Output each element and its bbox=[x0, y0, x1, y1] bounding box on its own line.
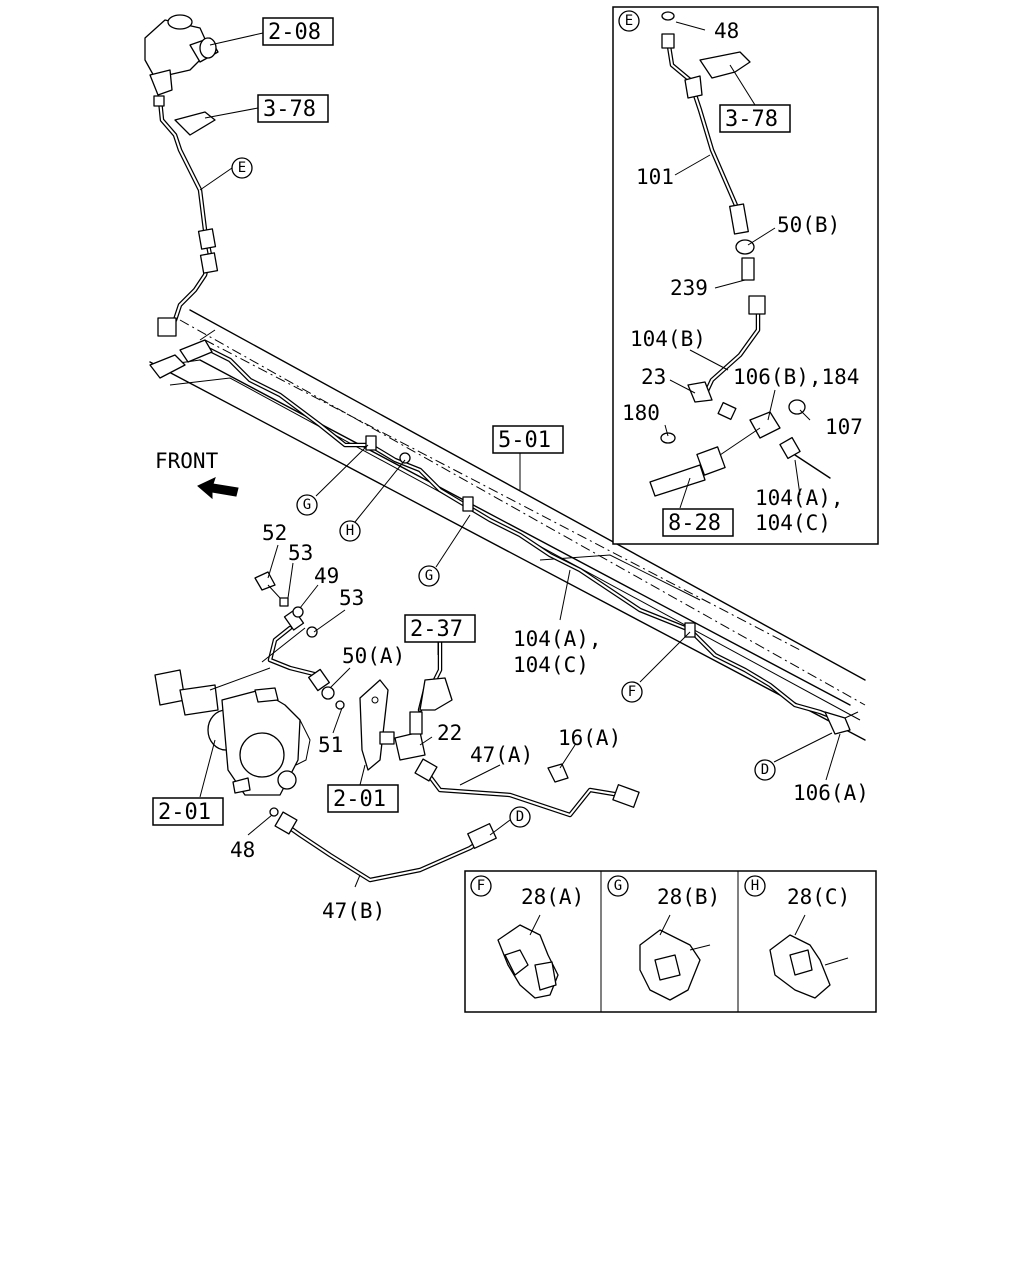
label-28b: 28(B) bbox=[657, 885, 720, 909]
callout-f-detail: F bbox=[470, 875, 492, 897]
label-16a: 16(A) bbox=[558, 726, 621, 750]
ref-8-28: 8-28 bbox=[668, 511, 721, 536]
ref-2-37: 2-37 bbox=[410, 617, 463, 642]
label-52: 52 bbox=[262, 521, 287, 545]
label-53-b: 53 bbox=[339, 586, 364, 610]
label-104ac-inset-2: 104(C) bbox=[755, 511, 831, 535]
ref-box-2-01-mid bbox=[327, 784, 399, 813]
svg-text:D: D bbox=[516, 809, 524, 825]
ref-box-3-78-inset bbox=[719, 104, 791, 133]
pipe-47a bbox=[414, 758, 640, 818]
flex-hose-2-37 bbox=[417, 637, 453, 713]
label-28a: 28(A) bbox=[521, 885, 584, 909]
tee-22 bbox=[379, 711, 426, 761]
pipe-47b bbox=[269, 807, 497, 883]
ref-2-01-mid: 2-01 bbox=[333, 787, 386, 812]
callout-h-main: H bbox=[339, 520, 361, 542]
rear-connector-top-left bbox=[149, 329, 216, 379]
svg-text:G: G bbox=[425, 568, 433, 584]
label-50b: 50(B) bbox=[777, 213, 840, 237]
svg-text:H: H bbox=[346, 523, 354, 539]
ref-box-3-78-main bbox=[257, 94, 329, 123]
front-arrow bbox=[197, 477, 239, 500]
callout-g-2: G bbox=[418, 565, 440, 587]
label-50a: 50(A) bbox=[342, 644, 405, 668]
clip-28b bbox=[639, 914, 711, 1001]
ref-3-78-inset: 3-78 bbox=[725, 107, 778, 132]
ref-box-2-08 bbox=[262, 17, 334, 46]
svg-text:E: E bbox=[238, 160, 246, 176]
callout-e-inset: E bbox=[618, 10, 640, 32]
ref-5-01: 5-01 bbox=[498, 428, 551, 453]
ref-3-78-main: 3-78 bbox=[263, 97, 316, 122]
label-239: 239 bbox=[670, 276, 708, 300]
label-48-inset: 48 bbox=[714, 19, 739, 43]
ref-box-2-01-left bbox=[152, 797, 224, 826]
callout-g-1: G bbox=[296, 494, 318, 516]
label-48-main: 48 bbox=[230, 838, 255, 862]
callout-g-detail: G bbox=[607, 875, 629, 897]
upper-brake-hose bbox=[153, 95, 219, 337]
label-28c: 28(C) bbox=[787, 885, 850, 909]
label-106a: 106(A) bbox=[793, 781, 869, 805]
bolt-52 bbox=[254, 571, 345, 710]
main-brake-pipe bbox=[197, 342, 859, 735]
clip-28c bbox=[769, 914, 849, 999]
label-23: 23 bbox=[641, 365, 666, 389]
small-pipe-49 bbox=[209, 609, 330, 692]
label-104ac-main-1: 104(A), bbox=[513, 627, 602, 651]
ref-2-01-left: 2-01 bbox=[158, 800, 211, 825]
label-107: 107 bbox=[825, 415, 863, 439]
label-101: 101 bbox=[636, 165, 674, 189]
label-104ac-main-2: 104(C) bbox=[513, 653, 589, 677]
label-104b: 104(B) bbox=[630, 327, 706, 351]
bracket-2-01 bbox=[359, 679, 389, 771]
label-51: 51 bbox=[318, 733, 343, 757]
label-49: 49 bbox=[314, 564, 339, 588]
ref-box-5-01 bbox=[492, 425, 564, 454]
svg-text:G: G bbox=[303, 497, 311, 513]
callout-e-main: E bbox=[231, 157, 253, 179]
label-104ac-inset-1: 104(A), bbox=[755, 486, 844, 510]
label-47b: 47(B) bbox=[322, 899, 385, 923]
svg-text:E: E bbox=[625, 13, 633, 29]
svg-text:F: F bbox=[628, 684, 636, 700]
master-cylinder-reservoir bbox=[144, 14, 219, 96]
front-label: FRONT bbox=[155, 449, 219, 473]
ref-2-08: 2-08 bbox=[268, 20, 321, 45]
brake-valve-assembly bbox=[154, 669, 311, 796]
label-53-a: 53 bbox=[288, 541, 313, 565]
label-106b-184: 106(B),184 bbox=[733, 365, 859, 389]
callout-d-1: D bbox=[754, 759, 776, 781]
ref-box-2-37 bbox=[404, 614, 476, 643]
svg-text:F: F bbox=[477, 878, 485, 894]
label-22: 22 bbox=[437, 721, 462, 745]
clip-28a bbox=[497, 914, 559, 999]
svg-text:H: H bbox=[751, 878, 759, 894]
leader-lines-main bbox=[199, 32, 841, 888]
inset-e-parts bbox=[649, 11, 831, 497]
svg-text:G: G bbox=[614, 878, 622, 894]
ref-box-8-28 bbox=[662, 508, 734, 537]
callout-h-detail: H bbox=[744, 875, 766, 897]
label-180: 180 bbox=[622, 401, 660, 425]
callout-f-main: F bbox=[621, 681, 643, 703]
leader-lines-inset bbox=[664, 21, 811, 509]
callout-d-2: D bbox=[509, 806, 531, 828]
label-47a: 47(A) bbox=[470, 743, 533, 767]
svg-text:D: D bbox=[761, 762, 769, 778]
